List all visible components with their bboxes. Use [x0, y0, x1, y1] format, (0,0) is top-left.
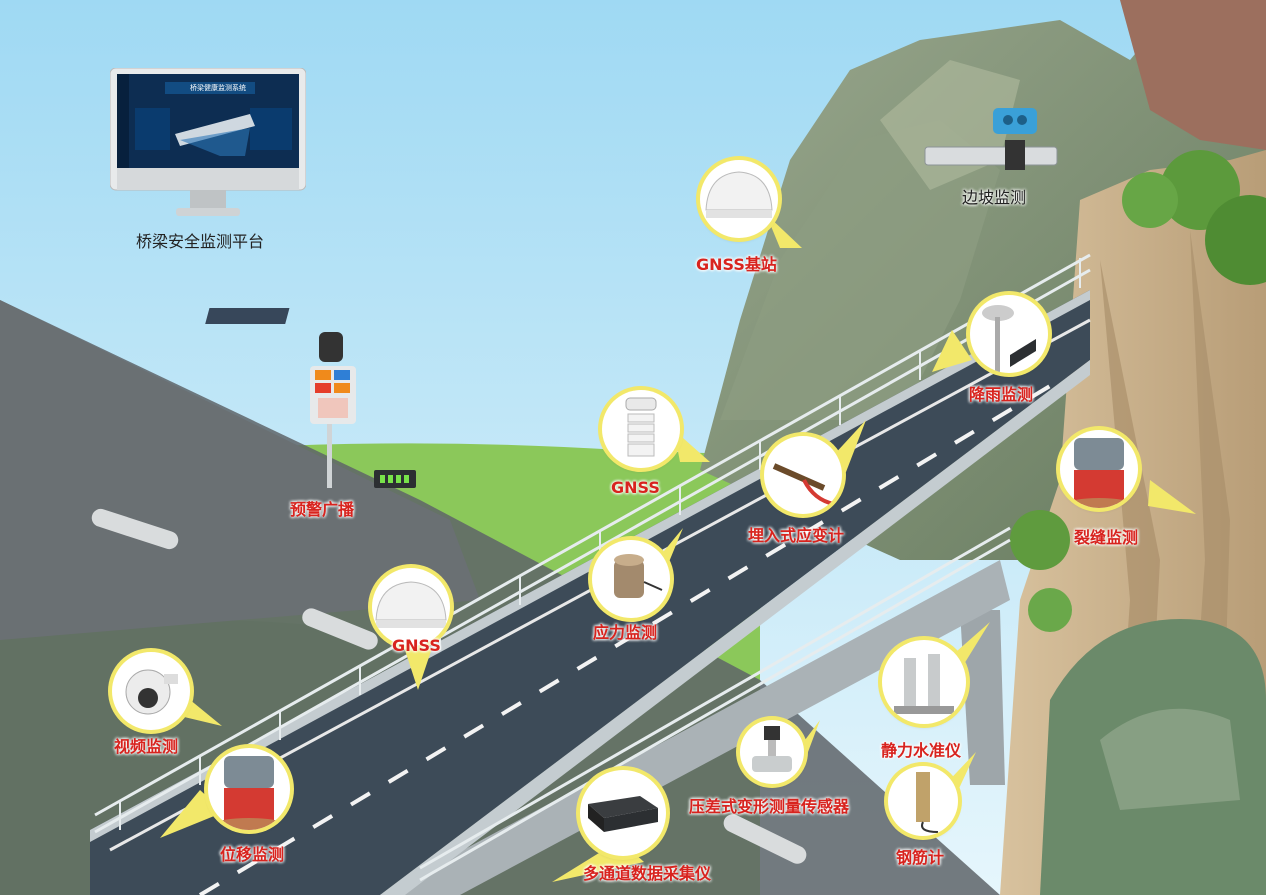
camera-icon — [112, 652, 190, 730]
label-daq: 多通道数据采集仪 — [583, 864, 712, 883]
label-crack: 裂缝监测 — [1074, 528, 1139, 547]
level-gauge-icon — [882, 640, 966, 724]
rebar-meter-icon — [888, 766, 958, 836]
label-warning: 预警广播 — [290, 500, 355, 519]
gnss-dome-icon — [372, 568, 450, 646]
stress-sensor-icon — [592, 540, 670, 618]
weather-sensor-icon — [602, 390, 680, 468]
label-stress: 应力监测 — [593, 623, 658, 642]
label-displacement: 位移监测 — [220, 845, 285, 864]
label-rain: 降雨监测 — [969, 385, 1034, 404]
displacement-meter-icon — [208, 748, 290, 830]
label-level: 静力水准仪 — [881, 741, 962, 760]
label-gnss-2: GNSS — [392, 636, 441, 655]
label-gnss-base: GNSS基站 — [696, 255, 777, 274]
label-rebar: 钢筋计 — [896, 848, 945, 867]
pressure-sensor-icon — [740, 720, 804, 784]
label-slope: 边坡监测 — [962, 188, 1027, 207]
platform-caption: 桥梁安全监测平台 — [136, 232, 265, 251]
label-strain: 埋入式应变计 — [748, 526, 845, 545]
label-gnss-1: GNSS — [611, 478, 660, 497]
rain-gauge-icon — [970, 295, 1048, 373]
strain-gauge-icon — [764, 436, 842, 514]
gnss-dome-icon — [700, 160, 778, 238]
monitor-icon — [110, 68, 306, 216]
label-video: 视频监测 — [114, 737, 179, 756]
screen-title: 桥梁健康监测系统 — [190, 84, 246, 92]
crack-meter-icon — [1060, 430, 1138, 508]
label-pressure: 压差式变形测量传感器 — [689, 797, 850, 816]
data-logger-icon — [580, 770, 666, 856]
